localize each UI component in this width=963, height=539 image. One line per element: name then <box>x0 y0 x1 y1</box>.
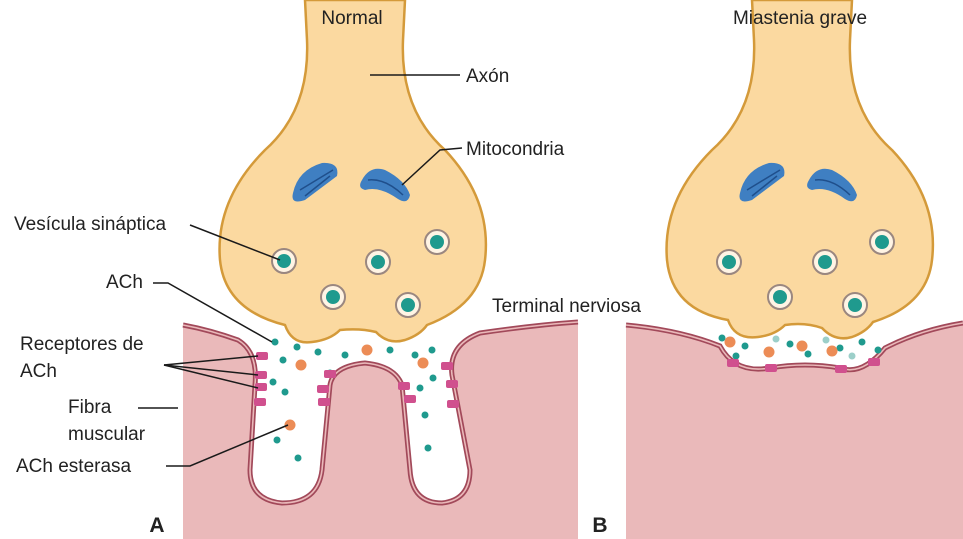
muscle-fiber-b <box>626 323 963 539</box>
label-receptors-line1: Receptores de <box>20 334 144 355</box>
nerve-terminal-a <box>220 0 486 342</box>
panel-letter-b: B <box>592 514 607 537</box>
label-mitochondria: Mitocondria <box>466 139 565 160</box>
panel-title-a: Normal <box>321 8 382 29</box>
label-esterase: ACh esterasa <box>16 456 132 477</box>
label-muscle-line2: muscular <box>68 424 146 445</box>
panel-b: B Miastenia grave <box>592 0 963 539</box>
panel-title-b: Miastenia grave <box>733 8 867 29</box>
label-synaptic-vesicle: Vesícula sináptica <box>14 214 167 235</box>
muscle-fiber-a <box>183 322 578 539</box>
label-axon: Axón <box>466 66 509 87</box>
label-ach: ACh <box>106 272 143 293</box>
nerve-terminal-b <box>667 0 933 338</box>
panel-a: A Normal <box>138 0 578 539</box>
panel-letter-a: A <box>149 514 164 537</box>
label-muscle-line1: Fibra <box>68 397 112 418</box>
label-receptors-line2: ACh <box>20 361 57 382</box>
label-nerve-terminal: Terminal nerviosa <box>492 296 641 317</box>
ach-esterase-b <box>725 337 838 358</box>
